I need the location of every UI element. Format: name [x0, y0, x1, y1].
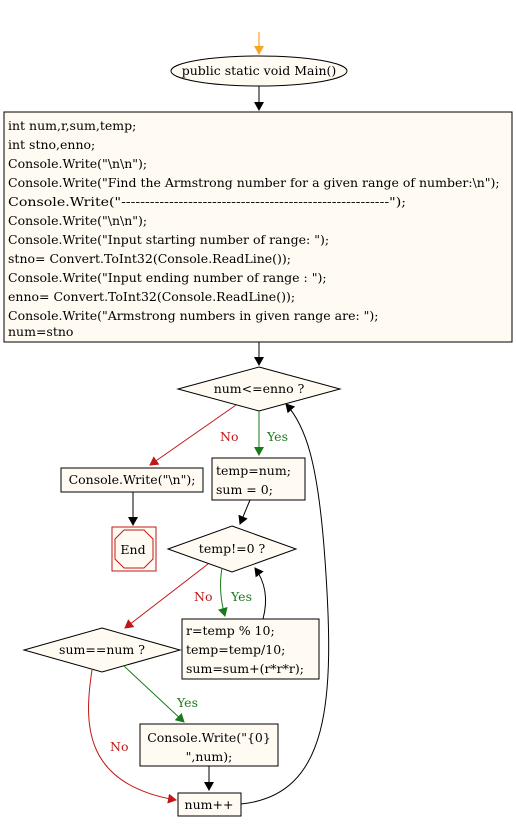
digit-calc-line: temp=temp/10;	[186, 642, 285, 657]
init-node: int num,r,sum,temp; int stno,enno; Conso…	[3, 111, 513, 343]
main-node: public static void Main()	[170, 55, 348, 87]
inner-condition: temp!=0 ?	[166, 525, 298, 573]
edge-outer-no	[149, 404, 237, 466]
newline-node: Console.Write("\n");	[60, 467, 204, 493]
end-node: End	[111, 526, 157, 572]
edge-increment-outer	[240, 403, 330, 805]
digit-calc-line: r=temp % 10;	[186, 623, 275, 638]
newline-label: Console.Write("\n");	[69, 472, 196, 487]
init-line: int stno,enno;	[8, 137, 95, 152]
temp-init-line: sum = 0;	[216, 482, 273, 497]
init-line: stno= Convert.ToInt32(Console.ReadLine()…	[8, 251, 291, 266]
edge-sum-no	[88, 669, 177, 804]
sum-condition-label: sum==num ?	[59, 642, 145, 657]
init-line: Console.Write("\n\n");	[8, 213, 147, 228]
edge-sum-yes	[123, 665, 185, 723]
temp-init-line: temp=num;	[216, 463, 291, 478]
init-line: int num,r,sum,temp;	[8, 118, 136, 133]
outer-condition: num<=enno ?	[176, 366, 342, 412]
edge-sum-no-label: No	[110, 739, 128, 754]
init-line: enno= Convert.ToInt32(Console.ReadLine()…	[8, 289, 295, 304]
main-label: public static void Main()	[182, 63, 337, 78]
edge-tempinit-inner	[238, 499, 251, 525]
edge-inner-yes	[217, 567, 228, 617]
digit-calc-node: r=temp % 10; temp=temp/10; sum=sum+(r*r*…	[181, 618, 320, 680]
temp-init-node: temp=num; sum = 0;	[211, 457, 306, 501]
init-line: Console.Write("Find the Armstrong number…	[8, 175, 500, 190]
end-label: End	[120, 542, 145, 557]
init-line: Console.Write("Input ending number of ra…	[8, 270, 327, 285]
digit-calc-line: sum=sum+(r*r*r);	[186, 661, 304, 676]
edge-digitcalc-inner	[254, 567, 267, 620]
edge-inner-no-label: No	[194, 589, 212, 604]
print-line: ",num);	[186, 749, 233, 764]
edge-inner-no	[124, 563, 209, 629]
increment-label: num++	[185, 797, 234, 812]
init-line: Console.Write("Armstrong numbers in give…	[8, 308, 379, 323]
edge-sum-yes-label: Yes	[176, 695, 198, 710]
print-line: Console.Write("{0}	[147, 730, 271, 745]
init-line: Console.Write("\n\n");	[8, 156, 147, 171]
sum-condition: sum==num ?	[22, 627, 182, 673]
init-line: Console.Write("-------------------------…	[8, 194, 406, 209]
edge-outer-no-label: No	[220, 429, 238, 444]
inner-condition-label: temp!=0 ?	[199, 541, 266, 556]
init-line: Console.Write("Input starting number of …	[8, 232, 329, 247]
increment-node: num++	[177, 792, 242, 817]
outer-condition-label: num<=enno ?	[214, 381, 305, 396]
print-node: Console.Write("{0} ",num);	[139, 723, 279, 767]
edge-inner-yes-label: Yes	[230, 589, 252, 604]
init-line: num=stno	[8, 324, 73, 339]
edge-outer-yes-label: Yes	[266, 429, 288, 444]
